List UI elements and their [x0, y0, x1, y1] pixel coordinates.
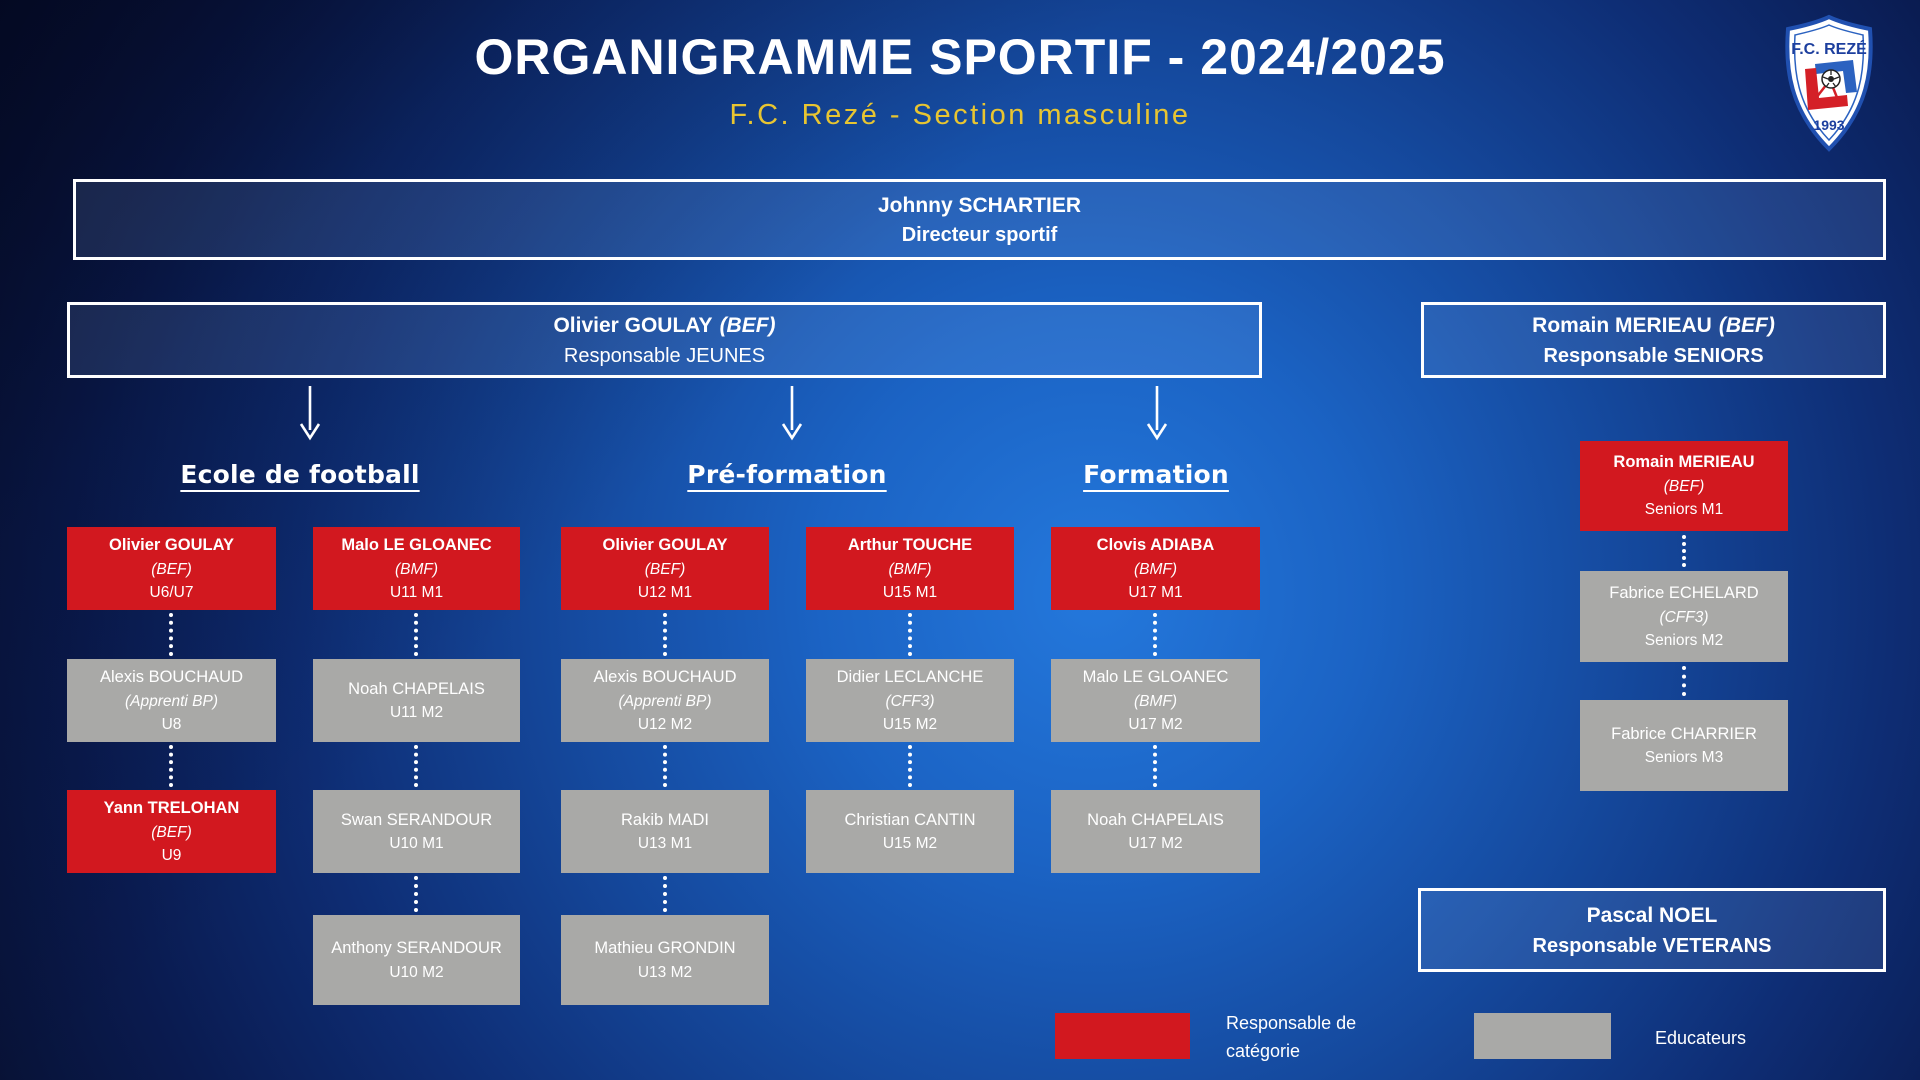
- section-header-ecole: Ecole de football: [180, 460, 420, 489]
- dotted-connector: [1153, 745, 1157, 787]
- org-box: Anthony SERANDOUR U10 M2: [313, 915, 520, 1005]
- dotted-connector: [663, 613, 667, 656]
- org-box: Rakib MADI U13 M1: [561, 790, 769, 873]
- legend-swatch-responsable: [1055, 1013, 1190, 1059]
- org-box: Alexis BOUCHAUD (Apprenti BP) U8: [67, 659, 276, 742]
- responsable-seniors-name: Romain MERIEAU(BEF): [1532, 314, 1775, 338]
- responsable-jeunes-name: Olivier GOULAY(BEF): [553, 314, 776, 338]
- org-box: Malo LE GLOANEC (BMF) U17 M2: [1051, 659, 1260, 742]
- org-box: Noah CHAPELAIS U11 M2: [313, 659, 520, 742]
- director-name: Johnny SCHARTIER: [877, 193, 1081, 217]
- org-box: Didier LECLANCHE (CFF3) U15 M2: [806, 659, 1014, 742]
- dotted-connector: [908, 613, 912, 656]
- dotted-connector: [1682, 535, 1686, 567]
- arrow-down-icon: [1146, 386, 1168, 441]
- logo-mark: [1805, 60, 1857, 110]
- page-title: ORGANIGRAMME SPORTIF - 2024/2025: [474, 29, 1446, 85]
- dotted-connector: [414, 745, 418, 787]
- org-box: Clovis ADIABA (BMF) U17 M1: [1051, 527, 1260, 610]
- org-box: Yann TRELOHAN (BEF) U9: [67, 790, 276, 873]
- responsable-seniors-role: Responsable SENIORS: [1543, 344, 1764, 367]
- org-box: Noah CHAPELAIS U17 M2: [1051, 790, 1260, 873]
- responsable-veterans-role: Responsable VETERANS: [1532, 934, 1772, 957]
- diploma: (BEF): [719, 314, 776, 338]
- dotted-connector: [414, 613, 418, 656]
- org-box: Swan SERANDOUR U10 M1: [313, 790, 520, 873]
- org-box: Arthur TOUCHE (BMF) U15 M1: [806, 527, 1014, 610]
- responsable-veterans-name: Pascal NOEL: [1586, 904, 1718, 928]
- dotted-connector: [1153, 613, 1157, 656]
- responsable-seniors-box: Romain MERIEAU(BEF) Responsable SENIORS: [1421, 302, 1886, 378]
- page-subtitle: F.C. Rezé - Section masculine: [729, 99, 1191, 131]
- club-logo: F.C. REZÉ 1993: [1772, 14, 1886, 156]
- director-role: Directeur sportif: [901, 224, 1058, 247]
- responsable-jeunes-role: Responsable JEUNES: [563, 344, 766, 367]
- legend-label-responsable: Responsable de catégorie: [1226, 1013, 1357, 1061]
- logo-club-name: F.C. REZÉ: [1791, 39, 1867, 58]
- responsable-veterans-box: Pascal NOEL Responsable VETERANS: [1418, 888, 1886, 972]
- director-box: Johnny SCHARTIER Directeur sportif: [73, 179, 1886, 260]
- org-box: Alexis BOUCHAUD (Apprenti BP) U12 M2: [561, 659, 769, 742]
- org-box: Christian CANTIN U15 M2: [806, 790, 1014, 873]
- responsable-jeunes-box: Olivier GOULAY(BEF) Responsable JEUNES: [67, 302, 1262, 378]
- legend-swatch-educateurs: [1474, 1013, 1611, 1059]
- org-box: Fabrice ECHELARD (CFF3) Seniors M2: [1580, 571, 1788, 662]
- club-crest-icon: F.C. REZÉ 1993: [1785, 14, 1873, 152]
- org-box: Olivier GOULAY (BEF) U12 M1: [561, 527, 769, 610]
- legend-label-educateurs: Educateurs: [1655, 1028, 1747, 1048]
- logo-year: 1993: [1813, 117, 1844, 133]
- dotted-connector: [169, 745, 173, 787]
- org-box: Malo LE GLOANEC (BMF) U11 M1: [313, 527, 520, 610]
- org-box: Olivier GOULAY (BEF) U6/U7: [67, 527, 276, 610]
- dotted-connector: [663, 876, 667, 912]
- arrow-down-icon: [299, 386, 321, 441]
- dotted-connector: [1682, 666, 1686, 696]
- section-header-formation: Formation: [1083, 460, 1229, 489]
- org-box: Fabrice CHARRIER Seniors M3: [1580, 700, 1788, 791]
- dotted-connector: [663, 745, 667, 787]
- org-box: Mathieu GRONDIN U13 M2: [561, 915, 769, 1005]
- org-box: Romain MERIEAU (BEF) Seniors M1: [1580, 441, 1788, 531]
- dotted-connector: [414, 876, 418, 912]
- dotted-connector: [169, 613, 173, 656]
- section-header-preformation: Pré-formation: [687, 460, 887, 489]
- diploma: (BEF): [1718, 314, 1775, 338]
- dotted-connector: [908, 745, 912, 787]
- arrow-down-icon: [781, 386, 803, 441]
